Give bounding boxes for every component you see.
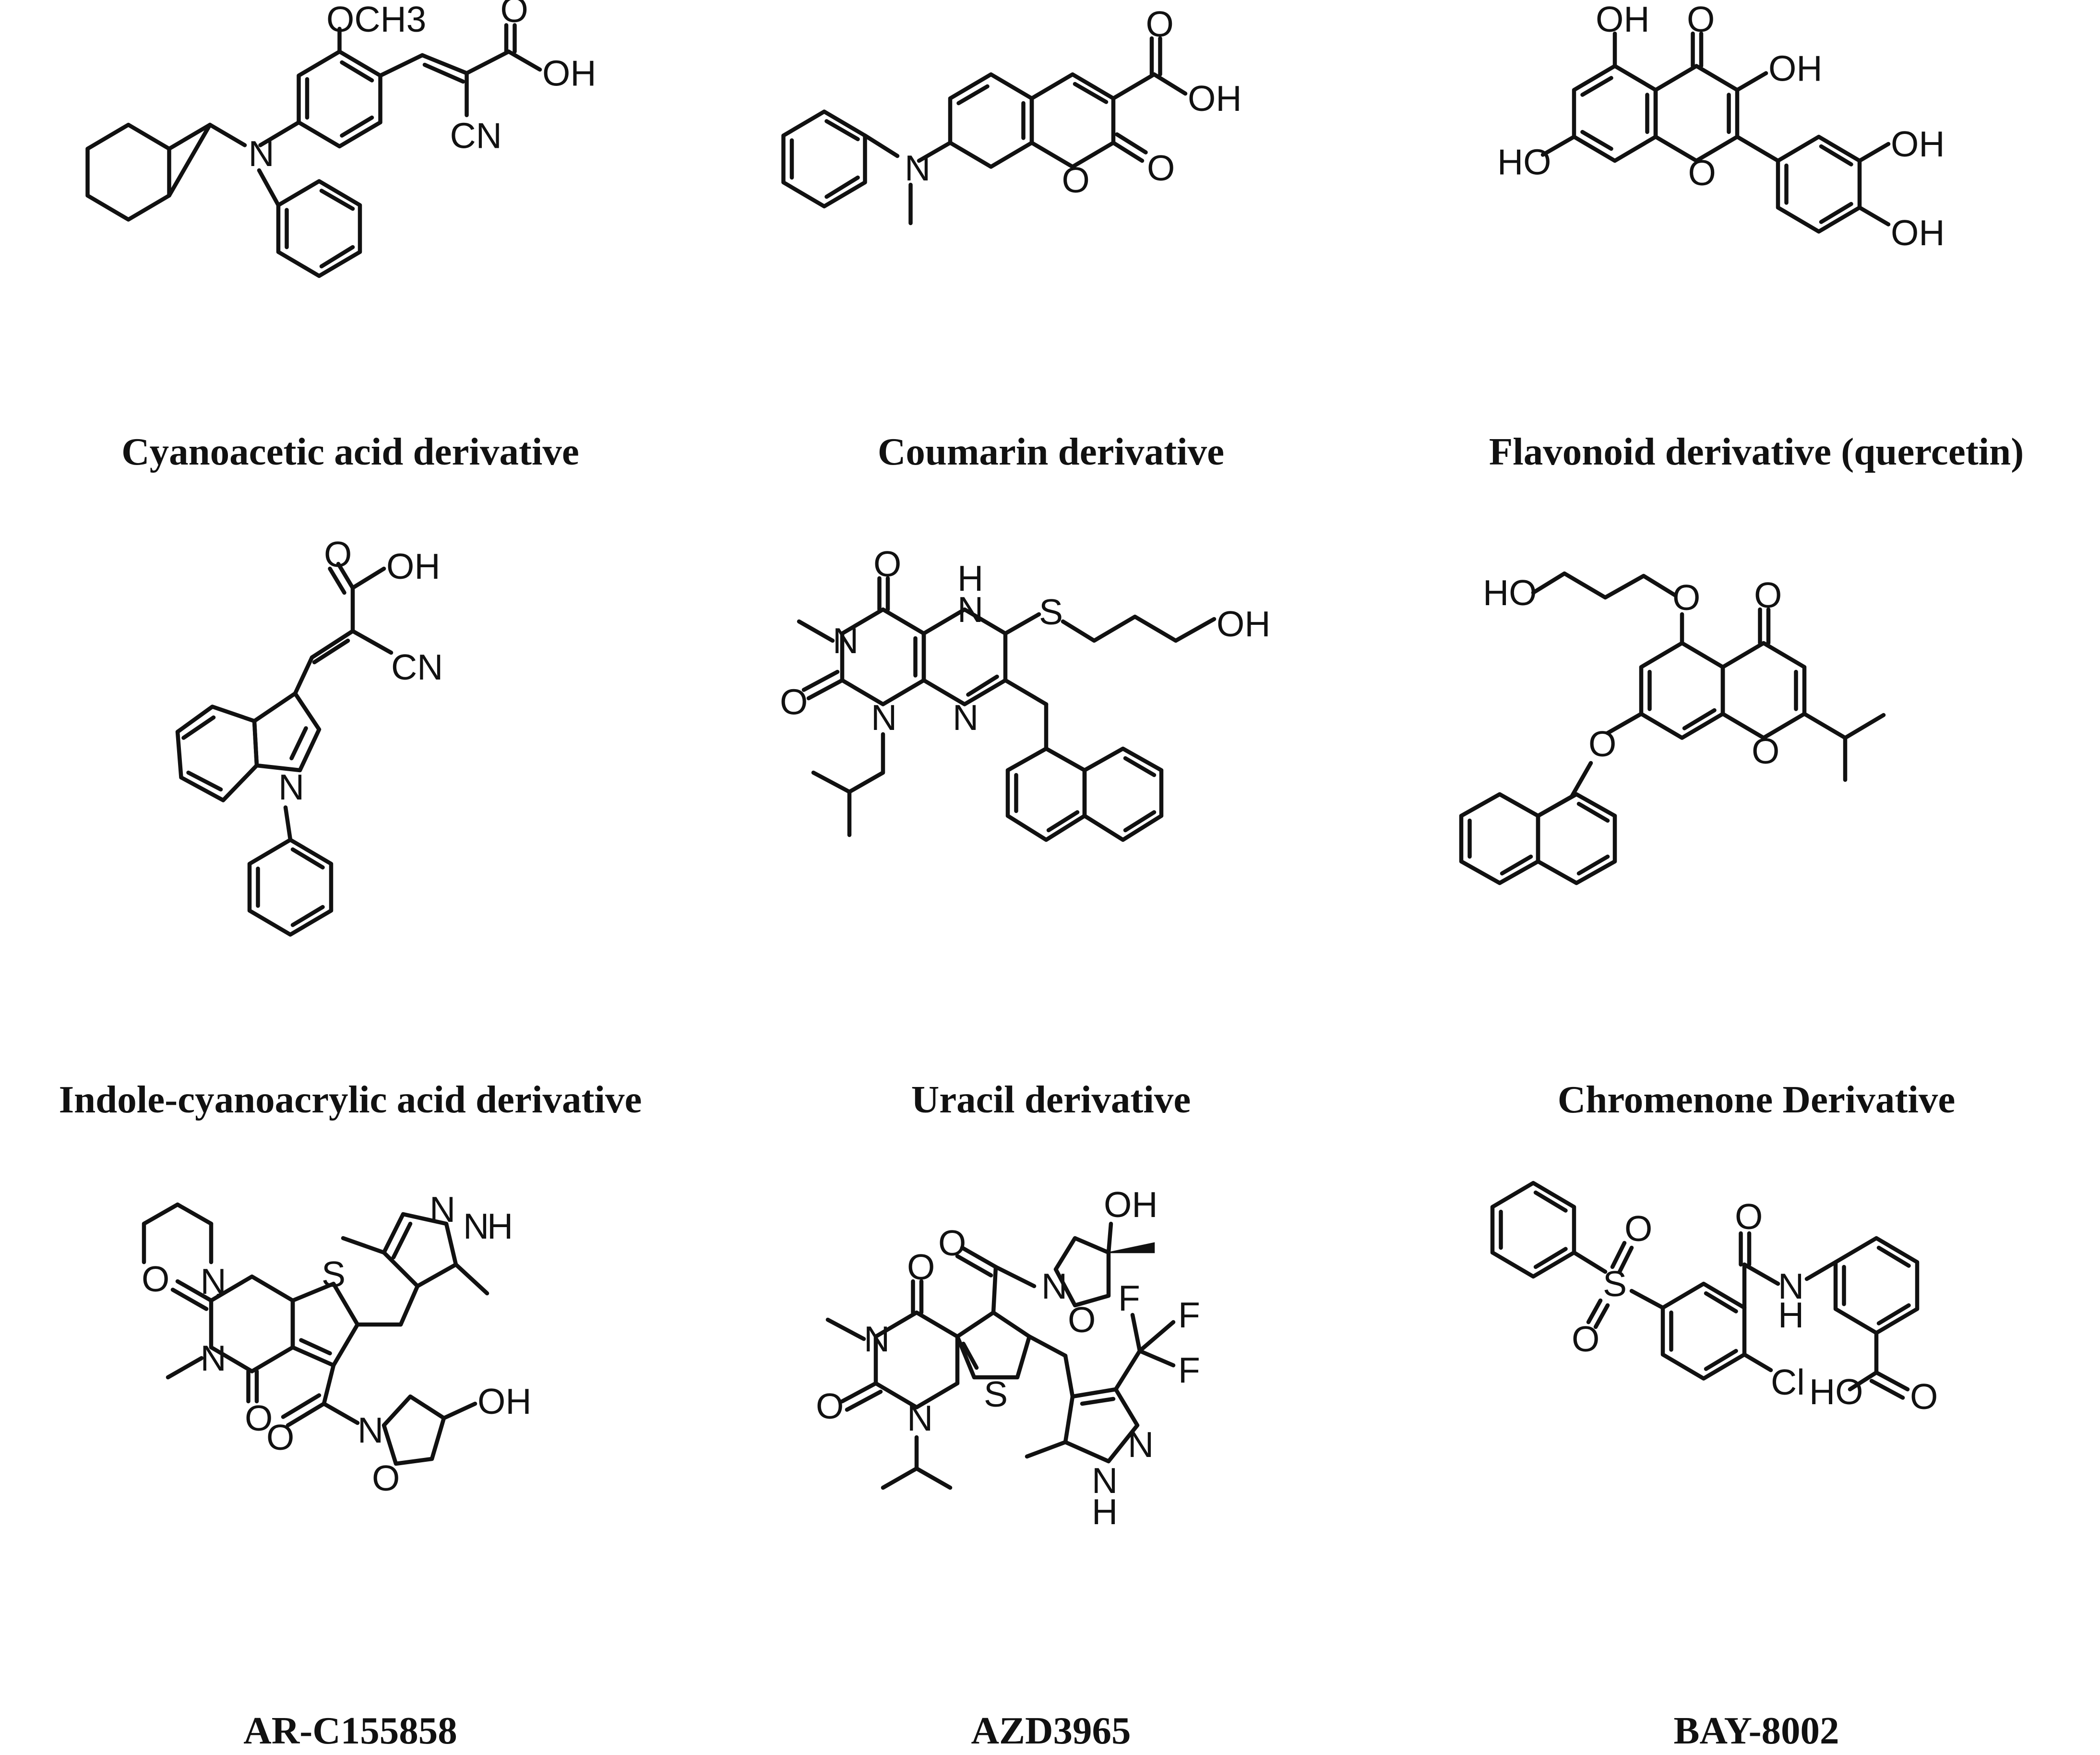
label-chromenone: Chromenone Derivative bbox=[1557, 1078, 1956, 1121]
cl-label: Cl bbox=[1771, 1362, 1805, 1402]
label-ar-c155858: AR-C155858 bbox=[243, 1709, 457, 1752]
label-azd3965: AZD3965 bbox=[971, 1709, 1131, 1752]
acid-oh-label: OH bbox=[1188, 78, 1242, 119]
acid-ho-label: HO bbox=[1809, 1372, 1863, 1412]
ring-o-label: O bbox=[1062, 160, 1090, 200]
structure-ar-c155858: N O N O S N N H O N O OH bbox=[142, 1189, 532, 1498]
amide-n-label: N bbox=[1778, 1266, 1804, 1306]
oh-4p-label: OH bbox=[1891, 213, 1945, 253]
structure-azd3965: OH N O O S O N O N N N H F F F bbox=[816, 1184, 1200, 1532]
pz-nh-h-label: H bbox=[487, 1206, 513, 1246]
oh-label: OH bbox=[477, 1381, 532, 1421]
acid-oh-label: OH bbox=[542, 53, 597, 94]
s-label: S bbox=[984, 1374, 1008, 1414]
ho-label: HO bbox=[1483, 573, 1537, 613]
n1-label: N bbox=[907, 1398, 933, 1438]
amine-n-label: N bbox=[905, 148, 931, 188]
c4-o-label: O bbox=[245, 1398, 273, 1438]
pz-nh-n-label: N bbox=[463, 1206, 489, 1246]
structure-bay-8002: S O O O N H Cl HO O bbox=[1490, 1181, 1938, 1417]
ether-o-label: O bbox=[1672, 577, 1700, 618]
nh-h-label: H bbox=[957, 558, 983, 598]
label-uracil: Uracil derivative bbox=[911, 1078, 1191, 1121]
n-ring-label: N bbox=[953, 697, 978, 738]
c4-o-label: O bbox=[873, 544, 901, 584]
acid-oh-label: OH bbox=[386, 546, 441, 586]
iso-o-label: O bbox=[1068, 1300, 1096, 1340]
structure-coumarin: O OH O O N bbox=[781, 4, 1242, 226]
f2-label: F bbox=[1178, 1295, 1200, 1335]
c2-o-label: O bbox=[142, 1259, 169, 1299]
so-o-bot-label: O bbox=[1572, 1319, 1599, 1359]
c2-o-label: O bbox=[816, 1386, 844, 1426]
amide-o-label: O bbox=[938, 1223, 966, 1263]
oh-3-label: OH bbox=[1768, 48, 1823, 89]
amide-h-label: H bbox=[1778, 1295, 1804, 1335]
nitrile-label: CN bbox=[391, 647, 443, 687]
label-indole-cyanoacrylic: Indole-cyanoacrylic acid derivative bbox=[59, 1078, 642, 1121]
carbonyl-o-label: O bbox=[1146, 4, 1174, 44]
so-o-top-label: O bbox=[1624, 1208, 1652, 1249]
s-label: S bbox=[1603, 1264, 1627, 1304]
s-label: S bbox=[1039, 592, 1063, 632]
ring-o-label: O bbox=[1688, 153, 1716, 193]
n3-label: N bbox=[864, 1319, 890, 1359]
label-bay-8002: BAY-8002 bbox=[1673, 1709, 1839, 1752]
oh-label: OH bbox=[1104, 1184, 1158, 1225]
label-quercetin: Flavonoid derivative (quercetin) bbox=[1489, 430, 2024, 473]
iso-n-label: N bbox=[358, 1410, 383, 1450]
indole-n-label: N bbox=[278, 767, 304, 807]
n3-label: N bbox=[833, 621, 859, 661]
c2-o-label: O bbox=[780, 682, 808, 722]
iso-o-label: O bbox=[372, 1458, 400, 1498]
structure-indole-cyanoacrylic: O OH CN N bbox=[175, 534, 443, 937]
structure-chromenone: HO O O O O bbox=[1459, 571, 1886, 885]
amine-n-label: N bbox=[249, 133, 274, 174]
benzyl-o-label: O bbox=[1588, 724, 1616, 764]
oh-7-label: HO bbox=[1497, 142, 1551, 182]
amide-o-label: O bbox=[1735, 1196, 1763, 1237]
n1-label: N bbox=[871, 697, 897, 738]
pz-nh-n-label: N bbox=[1092, 1460, 1118, 1501]
nh-n-label: N bbox=[957, 589, 983, 630]
c4-o-label: O bbox=[907, 1247, 935, 1287]
keto-o-label: O bbox=[1754, 575, 1782, 615]
iso-n-label: N bbox=[1041, 1266, 1067, 1306]
n3-label: N bbox=[201, 1338, 227, 1378]
f1-label: F bbox=[1118, 1278, 1140, 1318]
structure-uracil: O H N N S OH O N N bbox=[780, 544, 1271, 842]
oh-3p-label: OH bbox=[1891, 124, 1945, 164]
acid-o-label: O bbox=[1910, 1376, 1938, 1417]
structure-cyanoacetic-acid: OCH3 O OH CN N bbox=[85, 0, 597, 278]
pz-n-label: N bbox=[430, 1189, 455, 1230]
lactone-o-label: O bbox=[1147, 148, 1175, 188]
oh-5-label: OH bbox=[1596, 0, 1650, 39]
pz-nh-h-label: H bbox=[1092, 1492, 1118, 1532]
amide-o-label: O bbox=[266, 1417, 294, 1457]
ring-o-label: O bbox=[1752, 731, 1779, 771]
methoxy-label: OCH3 bbox=[326, 0, 426, 39]
f3-label: F bbox=[1178, 1350, 1200, 1390]
label-cyanoacetic-acid: Cyanoacetic acid derivative bbox=[121, 430, 579, 473]
carbonyl-o-label: O bbox=[324, 534, 352, 574]
label-coumarin: Coumarin derivative bbox=[877, 430, 1225, 473]
pz-n-label: N bbox=[1128, 1424, 1154, 1465]
keto-o-label: O bbox=[1687, 0, 1715, 39]
nitrile-label: CN bbox=[450, 116, 502, 156]
oh-label: OH bbox=[1217, 604, 1271, 644]
carbonyl-o-label: O bbox=[501, 0, 528, 30]
s-label: S bbox=[322, 1254, 346, 1294]
structure-quercetin: OH O OH HO O OH OH bbox=[1497, 0, 1945, 253]
